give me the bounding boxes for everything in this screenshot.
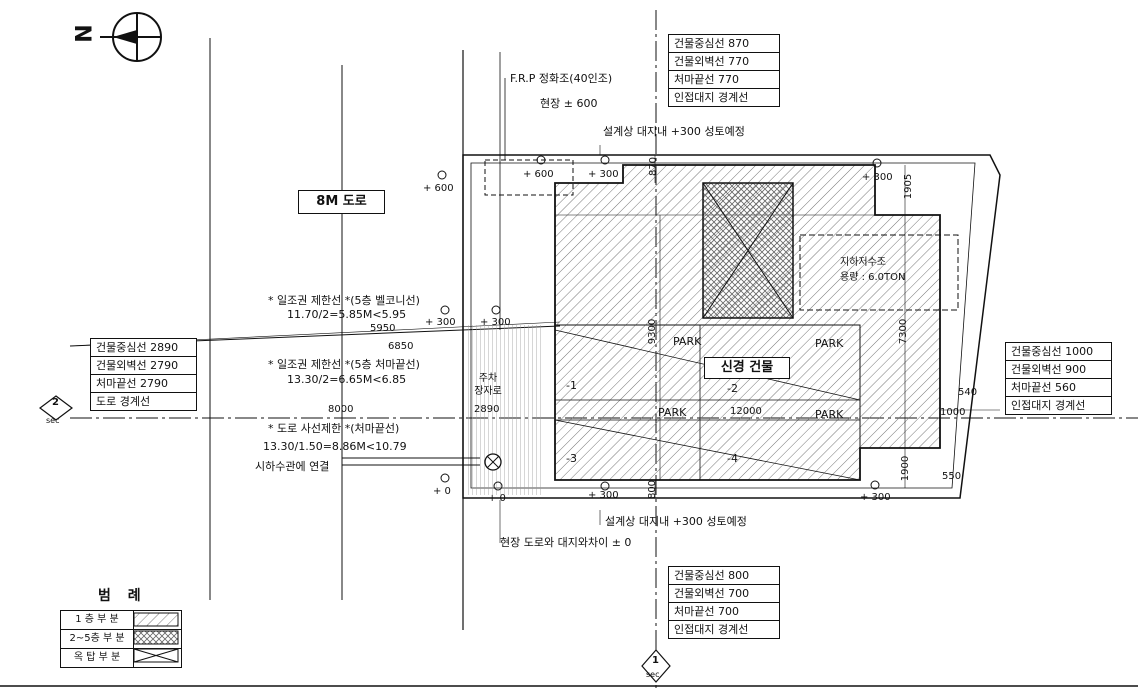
section-mark-2 [39, 395, 73, 421]
legend-row-label: 2~5층 부 분 [61, 630, 134, 648]
park-number: -1 [566, 379, 577, 392]
park-number: -3 [566, 452, 577, 465]
dim-550: 550 [942, 471, 962, 482]
legend: 1 층 부 분 2~5층 부 분 옥 탑 부 분 [60, 610, 182, 668]
dim-870: 870 [648, 156, 660, 177]
level-label: + 300 [862, 172, 893, 183]
note-design-bottom: 설계상 대지내 +300 성토예정 [605, 515, 747, 528]
park-label: PARK [658, 406, 687, 419]
park-label: PARK [815, 408, 844, 421]
dim-8000: 8000 [328, 404, 354, 415]
dim-7300: 7300 [898, 318, 910, 345]
level-label: + 600 [423, 183, 454, 194]
section-mark-num: 1 [652, 655, 659, 666]
note-parking-access: 주차 장자로 [474, 373, 502, 397]
building-label: 신경 건물 [704, 357, 790, 379]
level-label: + 300 [480, 317, 511, 328]
note-road-setback: * 도로 사선제한 *(처마끝선) [268, 422, 400, 435]
park-label: PARK [673, 335, 702, 348]
note-frp: F.R.P 정화조(40인조) [510, 72, 613, 85]
note-sunlight-2: * 일조권 제한선 *(5층 처마끝선) [268, 358, 420, 371]
park-number: -4 [727, 452, 738, 465]
road-label: 8M 도로 [298, 190, 385, 214]
dim-1905: 1905 [903, 173, 915, 200]
section-mark-1 [641, 649, 671, 683]
park-label: PARK [815, 337, 844, 350]
level-label: + 600 [523, 169, 554, 180]
note-sewer: 시하수관에 연결 [255, 460, 330, 473]
note-road-diff: 현장 도로와 대지와차이 ± 0 [500, 536, 632, 549]
park-number: -2 [727, 382, 738, 395]
dim-1000: 1000 [940, 407, 966, 418]
section-mark-sub: sec [46, 416, 60, 425]
dim-800: 800 [647, 479, 659, 500]
level-label: + 300 [588, 490, 619, 501]
dim-540: 540 [958, 387, 978, 398]
level-label: + 300 [588, 169, 619, 180]
dim-2890: 2890 [474, 404, 500, 415]
note-road-setback-calc: 13.30/1.50=8.86M<10.79 [263, 440, 407, 453]
level-label: + 300 [425, 317, 456, 328]
section-mark-num: 2 [52, 397, 59, 408]
north-arrow-icon [100, 12, 162, 62]
note-design-top: 설계상 대지내 +300 성토예정 [603, 125, 745, 138]
legend-title: 범 례 [98, 588, 147, 604]
dim-9300: 9300 [647, 318, 659, 345]
note-hyeonjang-600: 현장 ± 600 [540, 97, 598, 110]
dim-1900: 1900 [900, 455, 912, 482]
note-tank-capacity: 용량 : 6.0TON [840, 272, 906, 283]
level-label: + 300 [860, 492, 891, 503]
manhole-icon [484, 453, 502, 471]
note-sunlight-1: * 일조권 제한선 *(5층 벨코니선) [268, 294, 420, 307]
level-label: + 0 [488, 493, 506, 504]
legend-row-label: 옥 탑 부 분 [61, 649, 134, 667]
note-sunlight-1-calc: 11.70/2=5.85M<5.95 [287, 308, 407, 321]
note-sunlight-2-calc: 13.30/2=6.65M<6.85 [287, 373, 407, 386]
legend-row-label: 1 층 부 분 [61, 611, 134, 629]
note-tank: 지하저수조 [840, 257, 886, 268]
dim-12000: 12000 [730, 406, 762, 417]
level-label: + 0 [433, 486, 451, 497]
dim-6850: 6850 [388, 341, 414, 352]
dim-5950: 5950 [370, 323, 396, 334]
north-label: N [72, 24, 98, 43]
section-mark-sub: sec [646, 670, 660, 679]
